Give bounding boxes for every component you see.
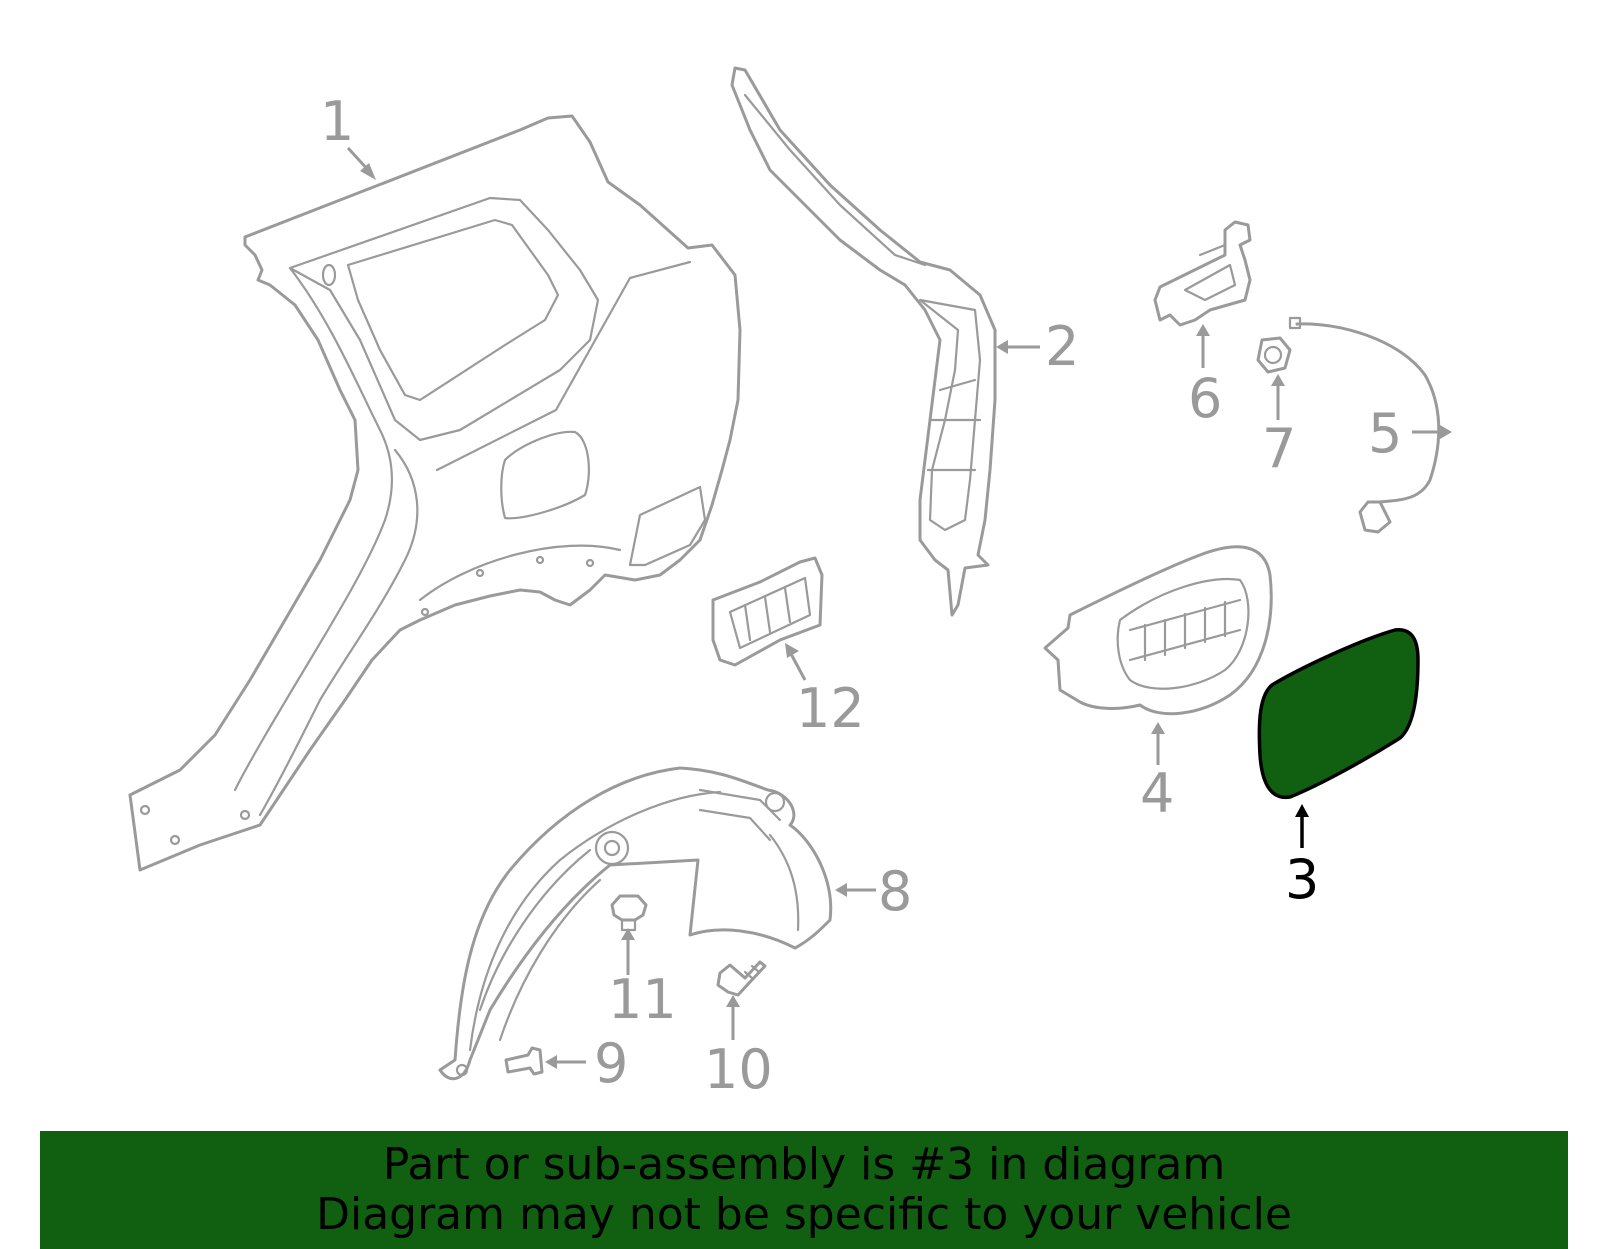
part-8-wheel-liner[interactable] <box>438 766 833 1081</box>
part-2-inner-reinforcement[interactable] <box>730 66 997 617</box>
callout-12: 12 <box>796 677 865 740</box>
part-10-screw[interactable] <box>716 960 767 997</box>
callout-1: 1 <box>320 90 354 153</box>
part-4-fuel-filler-housing[interactable] <box>1043 545 1273 716</box>
callout-5: 5 <box>1368 402 1402 465</box>
part-9-bolt[interactable] <box>504 1046 544 1076</box>
info-banner: Part or sub-assembly is #3 in diagram Di… <box>40 1131 1568 1249</box>
callout-8: 8 <box>878 860 912 923</box>
callout-7: 7 <box>1262 417 1296 480</box>
callout-3: 3 <box>1285 848 1319 911</box>
callout-labels: 1 2 3 4 5 6 7 8 9 10 11 12 <box>320 90 1402 1101</box>
part-11-clip[interactable] <box>610 894 648 932</box>
callout-11: 11 <box>608 968 677 1031</box>
part-6-bracket[interactable] <box>1153 220 1252 327</box>
part-3-fuel-door[interactable] <box>1257 628 1420 800</box>
callout-9: 9 <box>594 1032 628 1095</box>
callout-10: 10 <box>704 1038 773 1101</box>
part-5-cable[interactable] <box>1288 316 1441 534</box>
part-12-vent[interactable] <box>711 556 824 667</box>
banner-line-2: Diagram may not be specific to your vehi… <box>316 1189 1292 1240</box>
part-1-quarter-panel[interactable] <box>128 114 742 872</box>
leader-arrows <box>346 146 1452 1069</box>
callout-4: 4 <box>1140 762 1174 825</box>
callout-2: 2 <box>1045 315 1079 378</box>
callout-6: 6 <box>1188 367 1222 430</box>
banner-line-1: Part or sub-assembly is #3 in diagram <box>382 1139 1226 1190</box>
part-7-nut[interactable] <box>1256 336 1292 374</box>
